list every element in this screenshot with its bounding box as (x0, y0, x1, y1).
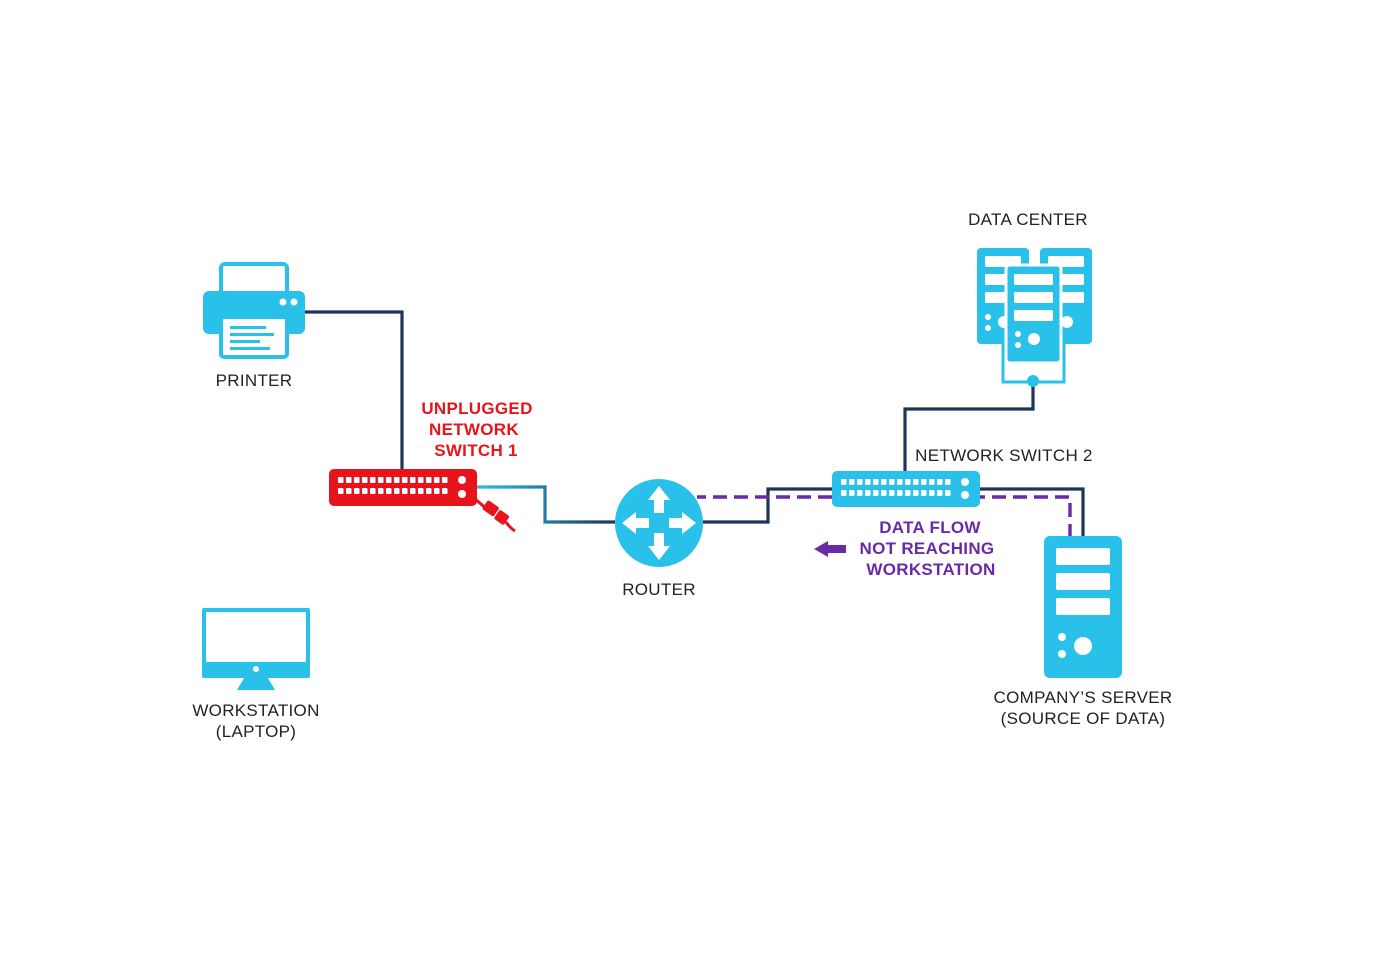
switch-port (394, 488, 400, 494)
switch-port (410, 488, 416, 494)
switch-port (841, 479, 847, 485)
switch-port (386, 477, 392, 483)
switch2-ports (841, 479, 951, 496)
switch1-ports (338, 477, 448, 494)
switch-port (354, 477, 360, 483)
printer-label: PRINTER (216, 371, 293, 390)
switch-port (386, 488, 392, 494)
server-label-line2: (SOURCE OF DATA) (1001, 709, 1166, 728)
network-switch-1-icon (329, 469, 477, 506)
wire-datacenter-switch2 (903, 382, 1035, 471)
router-label: ROUTER (622, 580, 696, 599)
switch-port (937, 490, 943, 496)
wires (254, 310, 1085, 608)
server-rack-icon (977, 248, 1092, 387)
switch-port (434, 477, 440, 483)
switch1-label-line2: NETWORK (429, 420, 519, 439)
switch-port (362, 477, 368, 483)
annotation-line2: NOT REACHING (860, 539, 995, 558)
annotation-line3: WORKSTATION (866, 560, 995, 579)
switch-port (945, 479, 951, 485)
switch-port (426, 488, 432, 494)
workstation-label-line1: WORKSTATION (192, 701, 319, 720)
printer-icon (203, 262, 305, 359)
wire-printer-switch1 (305, 310, 404, 472)
switch-port (881, 479, 887, 485)
switch-port (434, 488, 440, 494)
switch-port (865, 479, 871, 485)
switch-port (857, 479, 863, 485)
switch-port (346, 488, 352, 494)
monitor-icon (202, 608, 310, 690)
switch-port (897, 490, 903, 496)
switch-port (889, 479, 895, 485)
switch-port (402, 477, 408, 483)
switch-port (378, 477, 384, 483)
switch-port (370, 488, 376, 494)
switch-port (394, 477, 400, 483)
wire-switch2-server (979, 487, 1085, 538)
workstation-label-line2: (LAPTOP) (216, 722, 297, 741)
network-switch-2-icon (832, 471, 980, 507)
switch-port (442, 477, 448, 483)
switch-port (362, 488, 368, 494)
switch-port (873, 479, 879, 485)
wire-router-switch2 (703, 487, 832, 524)
switch-port (418, 488, 424, 494)
switch-port (442, 488, 448, 494)
router-icon (615, 479, 703, 567)
switch-port (849, 490, 855, 496)
switch-port (378, 488, 384, 494)
switch-port (841, 490, 847, 496)
switch-port (929, 490, 935, 496)
unplugged-cable-icon (473, 496, 516, 533)
arrow-left-icon (814, 541, 846, 557)
data-center-label: DATA CENTER (968, 210, 1088, 229)
switch-port (921, 479, 927, 485)
switch1-label-line3: SWITCH 1 (434, 441, 518, 460)
switch-port (945, 490, 951, 496)
switch-port (881, 490, 887, 496)
server-label-line1: COMPANY’S SERVER (994, 688, 1173, 707)
switch-port (873, 490, 879, 496)
switch-port (897, 479, 903, 485)
wire-switch1-router (476, 485, 615, 524)
switch-port (865, 490, 871, 496)
switch-port (338, 477, 344, 483)
server-tower-icon (1044, 536, 1122, 678)
switch-port (929, 479, 935, 485)
switch-port (410, 477, 416, 483)
switch-port (905, 479, 911, 485)
switch-port (921, 490, 927, 496)
switch1-label-line1: UNPLUGGED (421, 399, 532, 418)
switch-port (418, 477, 424, 483)
switch-port (913, 479, 919, 485)
switch-port (857, 490, 863, 496)
switch-port (913, 490, 919, 496)
switch2-label: NETWORK SWITCH 2 (915, 446, 1093, 465)
switch-port (849, 479, 855, 485)
data-flow-dashed-line (697, 495, 1072, 538)
switch-port (346, 477, 352, 483)
switch-port (402, 488, 408, 494)
switch-port (889, 490, 895, 496)
switch-port (937, 479, 943, 485)
annotation-line1: DATA FLOW (879, 518, 981, 537)
switch-port (905, 490, 911, 496)
switch-port (338, 488, 344, 494)
switch-port (426, 477, 432, 483)
switch-port (370, 477, 376, 483)
switch-port (354, 488, 360, 494)
